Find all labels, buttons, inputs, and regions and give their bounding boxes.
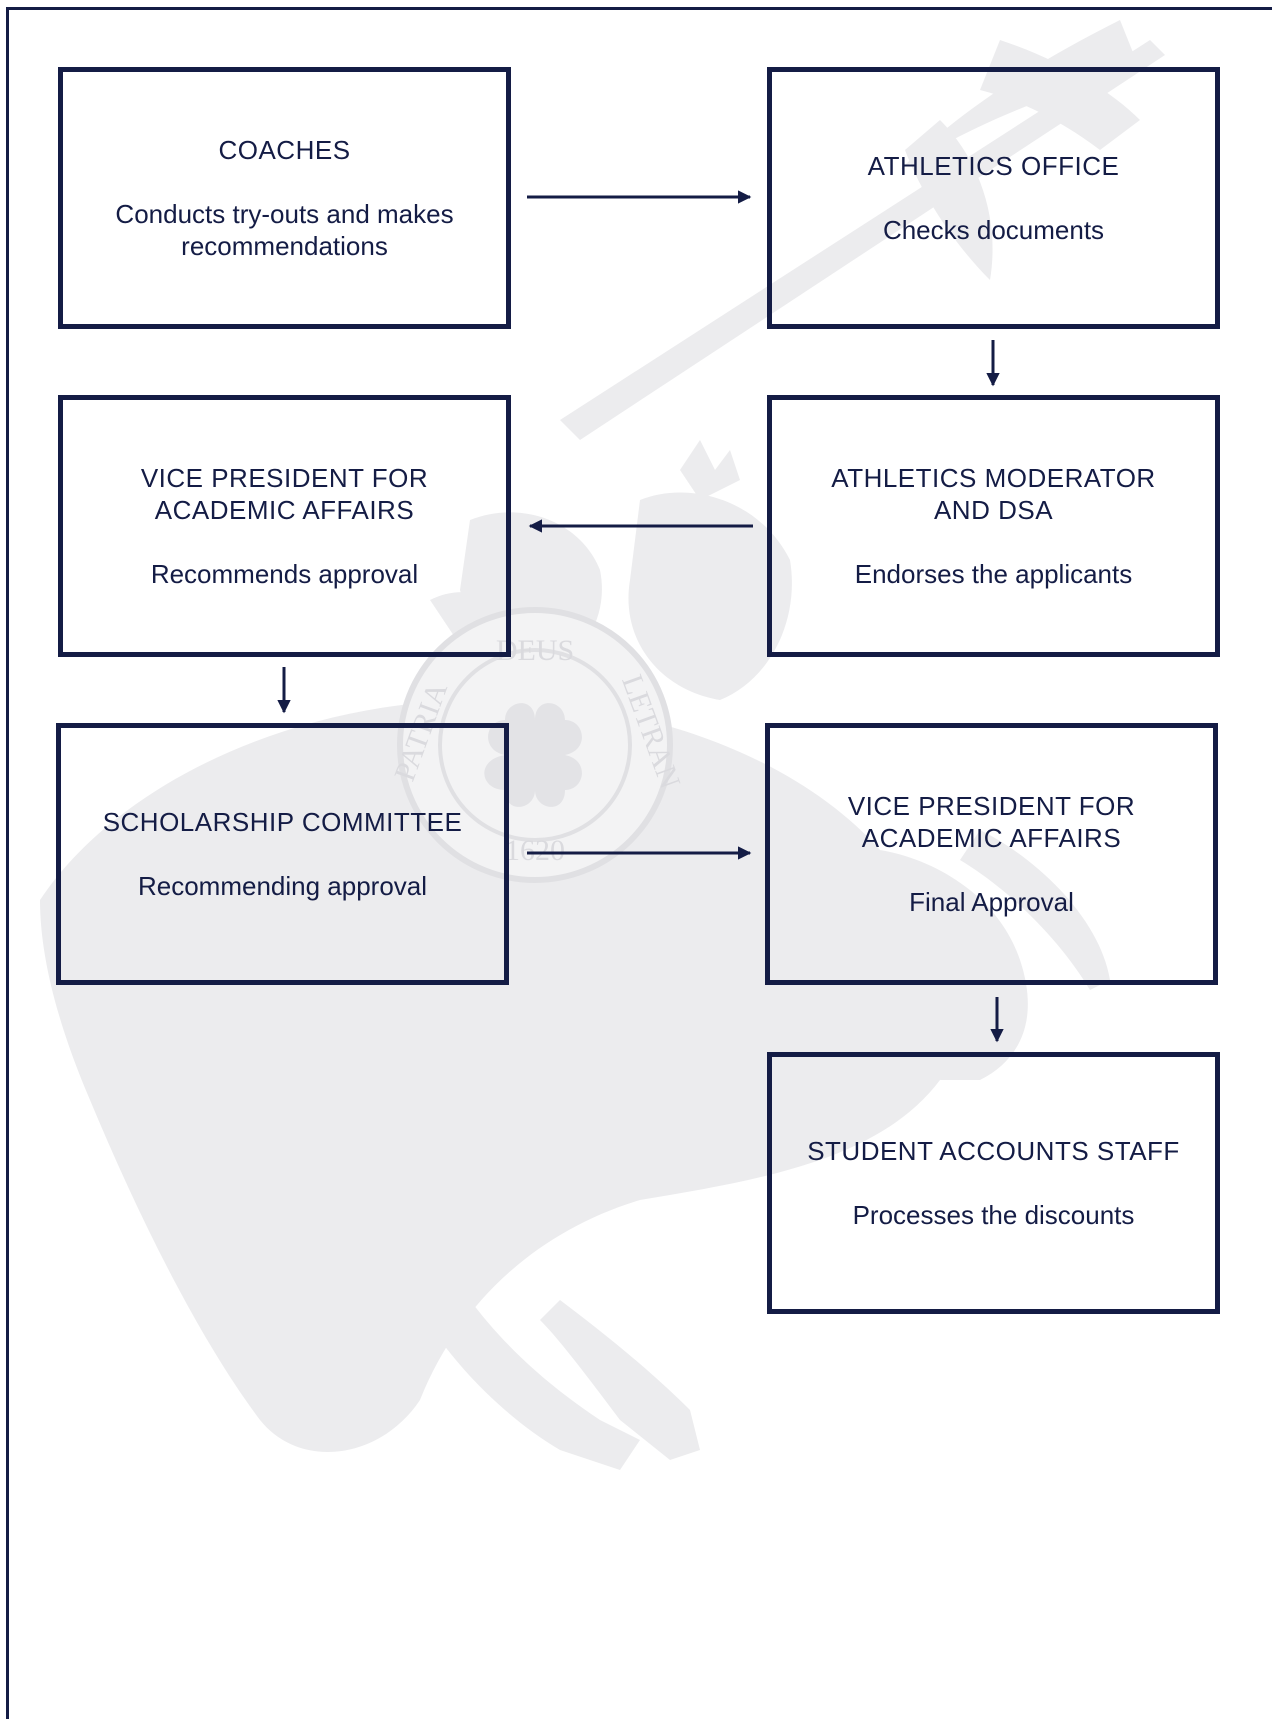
- node-vp-academic-recommends: VICE PRESIDENT FOR ACADEMIC AFFAIRS Reco…: [58, 395, 511, 657]
- node-athletics-office: ATHLETICS OFFICE Checks documents: [767, 67, 1220, 329]
- node-title: SCHOLARSHIP COMMITTEE: [102, 807, 463, 837]
- node-description: Final Approval: [909, 887, 1074, 917]
- node-title: VICE PRESIDENT FOR ACADEMIC AFFAIRS: [140, 463, 429, 525]
- node-title: ATHLETICS OFFICE: [867, 151, 1120, 181]
- node-student-accounts: STUDENT ACCOUNTS STAFF Processes the dis…: [767, 1052, 1220, 1314]
- node-description: Processes the discounts: [852, 1200, 1135, 1230]
- node-scholarship-committee: SCHOLARSHIP COMMITTEE Recommending appro…: [56, 723, 509, 985]
- node-description: Conducts try-outs and makes recommendati…: [115, 199, 454, 261]
- page-border: [6, 7, 1272, 1719]
- node-description: Checks documents: [882, 215, 1105, 245]
- node-title: STUDENT ACCOUNTS STAFF: [807, 1136, 1180, 1166]
- node-description: Recommends approval: [150, 559, 419, 589]
- node-description: Endorses the applicants: [854, 559, 1133, 589]
- node-vp-academic-final: VICE PRESIDENT FOR ACADEMIC AFFAIRS Fina…: [765, 723, 1218, 985]
- node-coaches: COACHES Conducts try-outs and makes reco…: [58, 67, 511, 329]
- node-title: COACHES: [218, 135, 351, 165]
- node-athletics-moderator: ATHLETICS MODERATOR AND DSA Endorses the…: [767, 395, 1220, 657]
- node-title: VICE PRESIDENT FOR ACADEMIC AFFAIRS: [847, 791, 1136, 853]
- node-title: ATHLETICS MODERATOR AND DSA: [831, 463, 1156, 525]
- node-description: Recommending approval: [137, 871, 428, 901]
